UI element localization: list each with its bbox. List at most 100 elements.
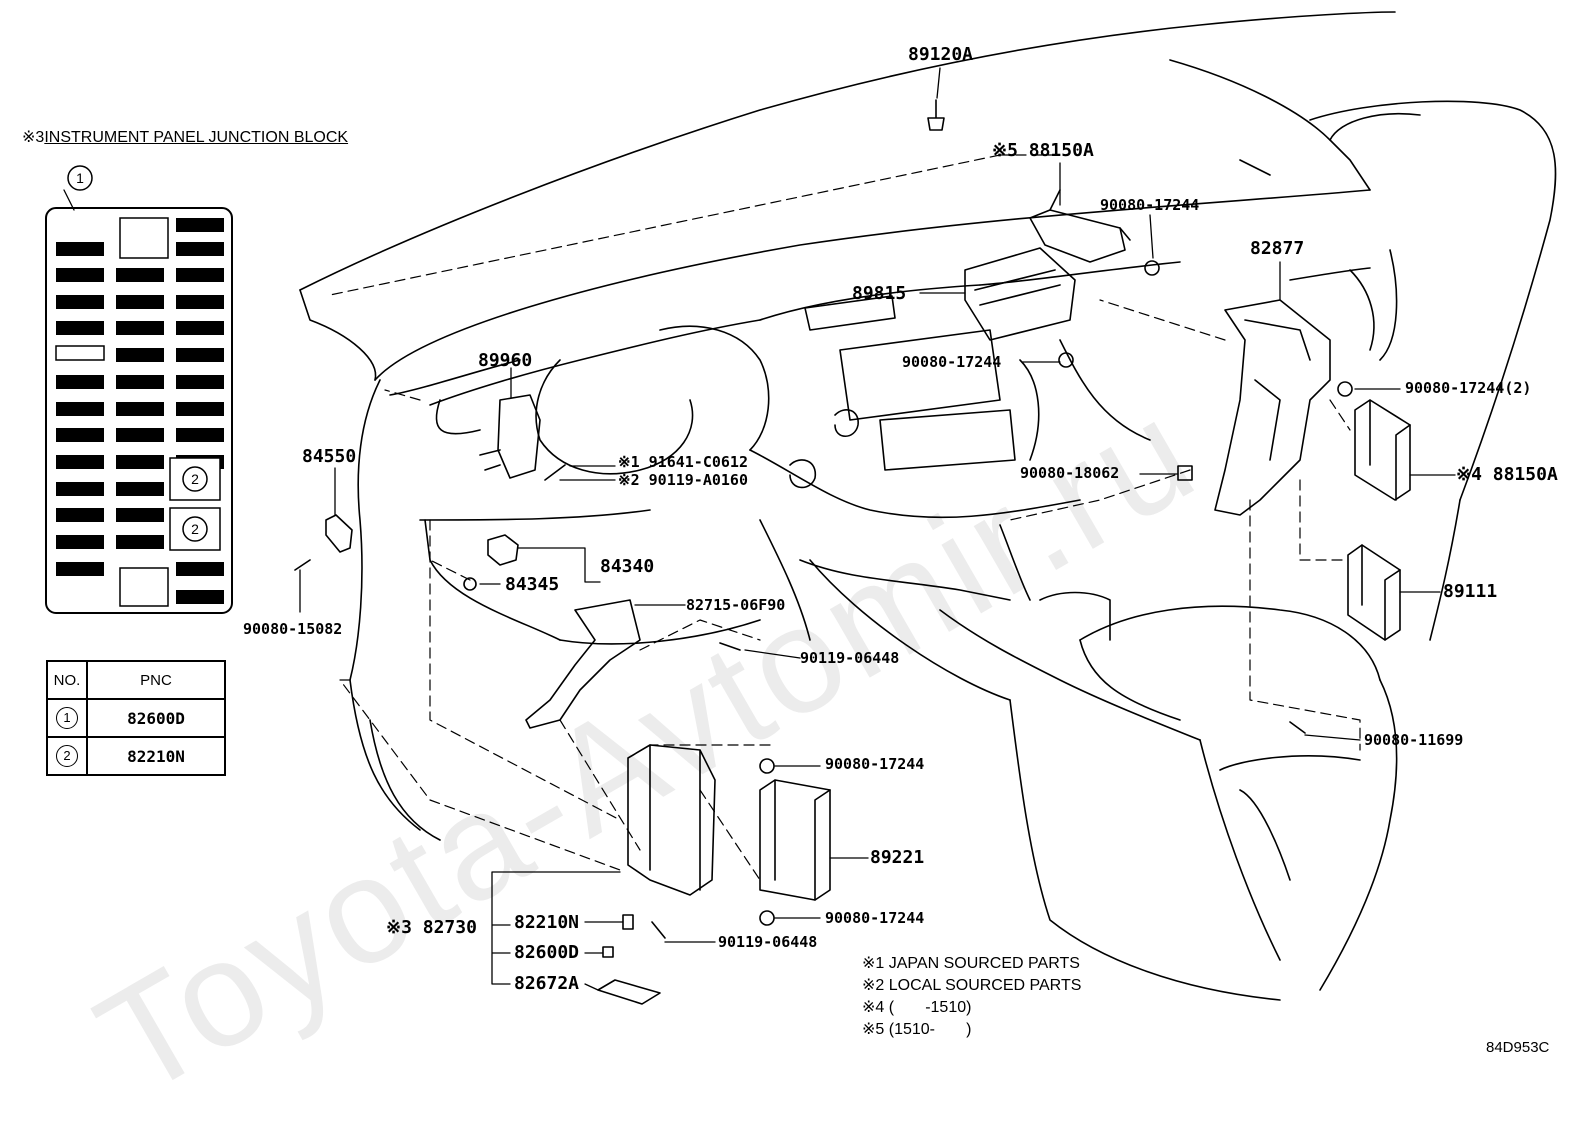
label-90080-17244-2: 90080-17244(2) [1405, 379, 1532, 397]
label-90119-06448-b: 90119-06448 [718, 933, 818, 951]
label-90080-17244-b: 90080-17244 [902, 353, 1002, 371]
pnc-col-pnc: PNC [86, 660, 226, 700]
pnc-row-value: 82210N [86, 736, 226, 776]
fuse-slot [56, 535, 104, 549]
label-89815: 89815 [852, 283, 907, 304]
jb-callout-1: 1 [76, 170, 84, 186]
part-89815-module [964, 247, 1076, 341]
footnote-1: ※1 JAPAN SOURCED PARTS [862, 955, 1080, 972]
part-82715-bracket [525, 599, 641, 729]
leader-lines [63, 67, 1456, 991]
label-89120A: 89120A [908, 44, 974, 65]
fuse-slot [116, 455, 164, 469]
fuse-slot [176, 590, 224, 604]
label-82600D: 82600D [514, 942, 580, 963]
label-90080-17244-d: 90080-17244 [825, 909, 925, 927]
fuse-slot [116, 348, 164, 362]
label-90119-A0160: ※2 90119-A0160 [618, 471, 748, 489]
label-90080-11699: 90080-11699 [1364, 731, 1464, 749]
footnote-5: ※5 (1510- ) [862, 1021, 972, 1038]
fuse-slot [56, 268, 104, 282]
label-91641-C0612: ※1 91641-C0612 [618, 453, 748, 471]
fuse-slot [176, 562, 224, 576]
fuse-slot [56, 375, 104, 389]
label-84345: 84345 [505, 574, 560, 595]
fuse-slot [56, 242, 104, 256]
part-89120A-clip [927, 99, 945, 131]
fuse-slot [116, 295, 164, 309]
pnc-row-no: 2 [56, 745, 78, 767]
fuse-slot [176, 375, 224, 389]
fuse-slot [176, 295, 224, 309]
label-82715-06F90: 82715-06F90 [686, 596, 786, 614]
fuse-slot [116, 508, 164, 522]
part-82730-junction-block [627, 744, 716, 896]
fuse-slot [116, 321, 164, 335]
label-90080-18062: 90080-18062 [1020, 464, 1120, 482]
part-84340-switch [487, 534, 519, 566]
fuse-slot [56, 295, 104, 309]
footnote-4: ※4 ( -1510) [862, 999, 972, 1016]
label-84550: 84550 [302, 446, 357, 467]
part-84550 [325, 514, 353, 553]
label-82877: 82877 [1250, 238, 1305, 259]
part-82672A-cover [597, 979, 661, 1005]
label-84340: 84340 [600, 556, 655, 577]
footnote-2: ※2 LOCAL SOURCED PARTS [862, 977, 1082, 994]
part-88150A-right [1354, 399, 1411, 501]
fuse-slot [176, 242, 224, 256]
fuse-slot [56, 455, 104, 469]
label-90080-15082: 90080-15082 [243, 620, 343, 638]
fuse-slot [56, 562, 104, 576]
fuse-slot [176, 348, 224, 362]
pnc-row-value: 82600D [86, 698, 226, 738]
junction-block-title: ※3INSTRUMENT PANEL JUNCTION BLOCK [22, 129, 349, 146]
label-89221: 89221 [870, 847, 925, 868]
label-90119-06448-a: 90119-06448 [800, 649, 900, 667]
label-82210N: 82210N [514, 912, 580, 933]
label-82730: ※3 82730 [386, 917, 477, 938]
fuse-slot [56, 321, 104, 335]
fuse-slot [176, 218, 224, 232]
part-82877-bracket [1214, 299, 1331, 516]
drawing-id: 84D953C [1486, 1039, 1550, 1056]
fuse-slot [116, 428, 164, 442]
fuse-slot [116, 375, 164, 389]
pnc-row-no: 1 [56, 707, 78, 729]
fuse-slot [176, 321, 224, 335]
fuse-slot [56, 428, 104, 442]
fuse-slot [56, 482, 104, 496]
part-89960 [479, 394, 541, 479]
part-89221-ecu [759, 779, 831, 901]
dashboard-outline [299, 11, 1557, 1001]
fuse-slot [176, 428, 224, 442]
fuse-slot [116, 402, 164, 416]
table-row: 2 82210N [46, 736, 226, 776]
label-88150A-right: ※4 88150A [1456, 464, 1558, 485]
pnc-col-no: NO. [46, 660, 88, 700]
label-90080-17244-a: 90080-17244 [1100, 196, 1200, 214]
fuse-slot [176, 268, 224, 282]
dashed-lines [329, 154, 1361, 881]
fuse-slot [56, 402, 104, 416]
label-88150A-top: ※5 88150A [992, 140, 1094, 161]
fuse-slot [116, 268, 164, 282]
footnotes: ※1 JAPAN SOURCED PARTS ※2 LOCAL SOURCED … [862, 953, 1081, 1041]
jb-callout-2a: 2 [191, 471, 199, 487]
fuse-slot [176, 402, 224, 416]
fuse-slot [56, 508, 104, 522]
label-82672A: 82672A [514, 973, 580, 994]
label-89111: 89111 [1443, 581, 1498, 602]
pnc-table: NO. PNC 1 82600D 2 82210N [46, 660, 226, 776]
table-row: 1 82600D [46, 698, 226, 738]
junction-block-layout: 1 2 2 [45, 165, 233, 614]
parts-diagram: 1 2 2 [45, 11, 1557, 1005]
fuse-slot [116, 535, 164, 549]
part-89111 [1347, 544, 1401, 641]
label-90080-17244-c: 90080-17244 [825, 755, 925, 773]
part-88150A-top [1029, 189, 1131, 263]
label-89960: 89960 [478, 350, 533, 371]
jb-callout-2b: 2 [191, 521, 199, 537]
fuse-slot [116, 482, 164, 496]
small-fasteners [294, 260, 1353, 958]
